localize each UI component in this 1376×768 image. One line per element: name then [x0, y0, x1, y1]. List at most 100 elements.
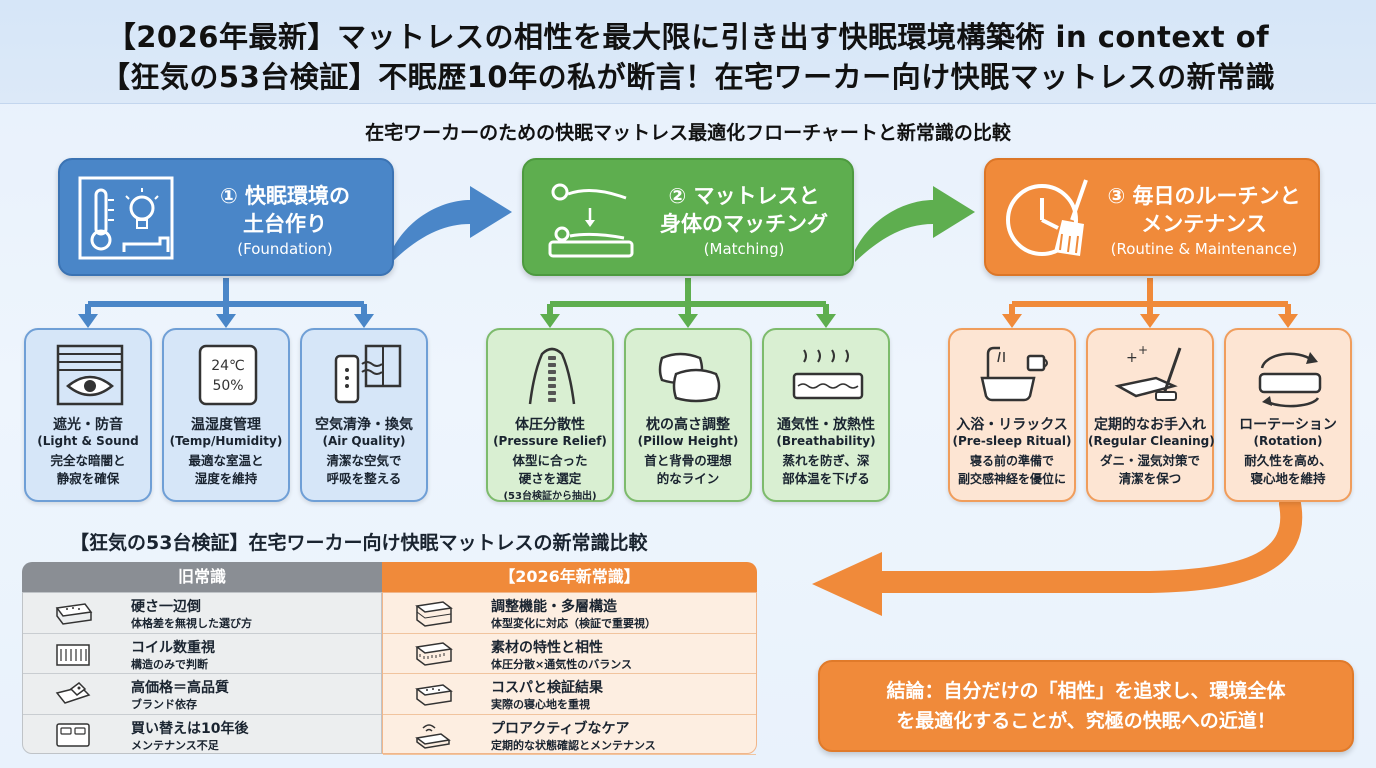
- row-main-text: 買い替えは10年後: [131, 720, 249, 737]
- thermometer-bulb-icon: [78, 176, 174, 260]
- comparison-row: 素材の特性と相性 体圧分散×通気性のバランス: [383, 634, 756, 674]
- bathtub-icon: [980, 346, 1048, 402]
- stage-english-label: (Matching): [703, 240, 785, 258]
- thermostat-icon: 24℃ 50%: [198, 344, 258, 406]
- card-description: 清潔な空気で呼吸を整える: [326, 453, 402, 486]
- card-title: 遮光・防音: [53, 417, 123, 433]
- card-regular-cleaning: + + 定期的なお手入れ (Regular Cleaning) ダニ・湿気対策で…: [1086, 328, 1215, 502]
- card-english-label: (Temp/Humidity): [169, 434, 283, 448]
- row-sub-text: 構造のみで判断: [131, 657, 208, 671]
- card-english-label: (Pressure Relief): [493, 434, 607, 448]
- card-title: 空気清浄・換気: [315, 417, 413, 433]
- branch-arrows-stage1: [85, 278, 367, 316]
- card-english-label: (Pre-sleep Ritual): [952, 434, 1072, 448]
- title-line-2: 【狂気の53台検証】不眠歴10年の私が断言！在宅ワーカー向け快眠マットレスの新常…: [100, 60, 1276, 94]
- row-main-text: 調整機能・多層構造: [491, 599, 617, 615]
- smart-mattress-icon: [415, 723, 451, 749]
- checked-mattress-icon: [415, 684, 453, 706]
- stage-title-line2: 土台作り: [243, 212, 327, 236]
- title-band: 【2026年最新】マットレスの相性を最大限に引き出す快眠環境構築術 in con…: [0, 0, 1376, 104]
- stage-foundation: ① 快眠環境の 土台作り (Foundation): [58, 158, 394, 276]
- bed-icon: [56, 722, 90, 747]
- comparison-row: 調整機能・多層構造 体型変化に対応（検証で重要視）: [383, 593, 756, 634]
- return-arrow: [869, 493, 1303, 593]
- comparison-row: プロアクティブなケア 定期的な状態確認とメンテナンス: [383, 715, 756, 755]
- old-common-sense-column: 硬さ一辺倒 体格差を無視した選び方 コイル数重視 構造のみで判断 高価格＝高品質…: [22, 592, 382, 754]
- row-main-text: コスパと検証結果: [491, 680, 603, 696]
- conclusion-line-1: 結論：自分だけの「相性」を追求し、環境全体: [886, 680, 1286, 702]
- title-line-1: 【2026年最新】マットレスの相性を最大限に引き出す快眠環境構築術 in con…: [106, 20, 1270, 54]
- card-title: 入浴・リラックス: [956, 417, 1068, 433]
- svg-text:50%: 50%: [212, 378, 243, 394]
- stage-title-line2: 身体のマッチング: [660, 212, 828, 236]
- comparison-row: コイル数重視 構造のみで判断: [23, 634, 381, 674]
- row-sub-text: 体圧分散×通気性のバランス: [491, 657, 632, 671]
- stage-english-label: (Foundation): [237, 240, 333, 258]
- blind-eye-icon: [56, 344, 124, 406]
- old-common-sense-header: 旧常識: [22, 562, 382, 592]
- card-breathability: 通気性・放熱性 (Breathability) 蒸れを防ぎ、深部体温を下げる: [762, 328, 890, 502]
- row-sub-text: 定期的な状態確認とメンテナンス: [491, 738, 656, 752]
- row-main-text: 硬さ一辺倒: [131, 599, 201, 615]
- arrow-stage2-to-stage3: [855, 186, 975, 262]
- row-main-text: 高価格＝高品質: [131, 680, 229, 696]
- layered-mattress-icon: [415, 601, 453, 627]
- card-title: 枕の高さ調整: [646, 417, 730, 433]
- pillow-icon: [658, 352, 721, 403]
- comparison-row: 高価格＝高品質 ブランド依存: [23, 674, 381, 715]
- new-common-sense-header: 【2026年新常識】: [382, 562, 757, 592]
- card-air-quality: 空気清浄・換気 (Air Quality) 清潔な空気で呼吸を整える: [300, 328, 428, 502]
- card-description: 蒸れを防ぎ、深部体温を下げる: [782, 453, 870, 486]
- card-english-label: (Pillow Height): [637, 434, 739, 448]
- stage-routine-maintenance: ③ 毎日のルーチンと メンテナンス (Routine & Maintenance…: [984, 158, 1320, 276]
- card-pressure-relief: 体圧分散性 (Pressure Relief) 体型に合った硬さを選定 (53台…: [486, 328, 614, 502]
- row-main-text: コイル数重視: [131, 639, 215, 656]
- card-description: 最適な室温と湿度を維持: [188, 453, 264, 486]
- card-description: 寝る前の準備で副交感神経を優位に: [957, 454, 1066, 486]
- row-sub-text: 実際の寝心地を重視: [491, 698, 590, 711]
- arrow-stage1-to-stage2: [392, 186, 512, 262]
- branch-arrows-stage3: [1009, 278, 1291, 316]
- card-description: 体型に合った硬さを選定 (53台検証から抽出): [492, 452, 608, 506]
- stage-title-line2: メンテナンス: [1141, 212, 1267, 236]
- coil-mattress-icon: [56, 643, 90, 666]
- stage-title-line1: ① 快眠環境の: [219, 184, 351, 208]
- sleeping-person-icon: [548, 183, 634, 258]
- card-title: 温湿度管理: [191, 417, 261, 433]
- card-english-label: (Light & Sound: [37, 434, 139, 448]
- clock-broom-icon: [1006, 179, 1088, 256]
- material-mattress-icon: [415, 641, 453, 666]
- vacuum-icon: + +: [1114, 343, 1182, 401]
- spine-icon: [528, 347, 576, 405]
- flowchart-subtitle: 在宅ワーカーのための快眠マットレス最適化フローチャートと新常識の比較: [365, 122, 1011, 144]
- card-rotation: ローテーション (Rotation) 耐久性を高め、寝心地を維持: [1224, 328, 1352, 502]
- conclusion-line-2: を最適化することが、究極の快眠への近道！: [896, 710, 1276, 732]
- stage-matching: ② マットレスと 身体のマッチング (Matching): [522, 158, 854, 276]
- new-common-sense-column: 調整機能・多層構造 体型変化に対応（検証で重要視） 素材の特性と相性 体圧分散×…: [382, 592, 757, 755]
- card-note: (53台検証から抽出): [503, 491, 597, 502]
- comparison-row: 買い替えは10年後 メンテナンス不足: [23, 715, 381, 756]
- card-description: ダニ・湿気対策で清潔を保つ: [1099, 453, 1200, 486]
- row-sub-text: 体型変化に対応（検証で重要視）: [491, 617, 656, 630]
- stage-title-line1: ③ 毎日のルーチンと: [1107, 184, 1301, 208]
- svg-text:24℃: 24℃: [211, 358, 245, 374]
- card-temp-humidity: 24℃ 50% 温湿度管理 (Temp/Humidity) 最適な室温と湿度を維…: [162, 328, 290, 502]
- price-tag-icon: [55, 682, 91, 704]
- card-description: 首と背骨の理想的なライン: [644, 453, 732, 486]
- row-sub-text: 体格差を無視した選び方: [131, 617, 252, 630]
- row-main-text: プロアクティブなケア: [491, 720, 630, 737]
- stage-english-label: (Routine & Maintenance): [1110, 240, 1298, 258]
- card-light-sound: 遮光・防音 (Light & Sound 完全な暗闇と静寂を確保: [24, 328, 152, 502]
- card-description: 耐久性を高め、寝心地を維持: [1244, 453, 1332, 486]
- row-sub-text: メンテナンス不足: [131, 738, 219, 752]
- card-description: 完全な暗闇と静寂を確保: [50, 453, 126, 486]
- conclusion-box: 結論：自分だけの「相性」を追求し、環境全体 を最適化することが、究極の快眠への近…: [818, 660, 1354, 752]
- card-english-label: (Regular Cleaning): [1088, 434, 1215, 448]
- comparison-row: 硬さ一辺倒 体格差を無視した選び方: [23, 593, 381, 634]
- card-english-label: (Air Quality): [322, 434, 406, 448]
- card-pillow-height: 枕の高さ調整 (Pillow Height) 首と背骨の理想的なライン: [624, 328, 752, 502]
- comparison-title: 【狂気の53台検証】在宅ワーカー向け快眠マットレスの新常識比較: [70, 532, 648, 554]
- mattress-airflow-icon: [792, 349, 864, 400]
- comparison-row: コスパと検証結果 実際の寝心地を重視: [383, 674, 756, 715]
